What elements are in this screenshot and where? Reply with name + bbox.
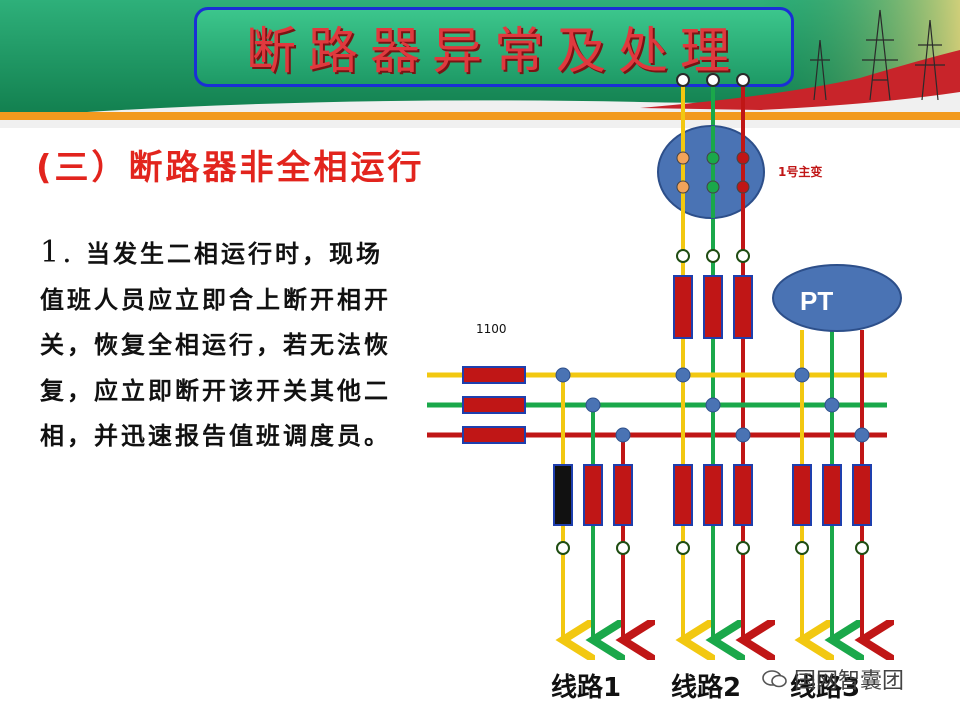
breaker-1100-label: 1100 — [476, 322, 507, 336]
header-banner: 断路器异常及处理 — [0, 0, 960, 128]
page-title: 断路器异常及处理 — [246, 22, 742, 80]
red-wave-decoration — [640, 50, 960, 110]
feeder-line-2 — [673, 375, 752, 640]
wechat-icon — [762, 670, 787, 688]
title-box: 断路器异常及处理 — [194, 7, 794, 87]
transformer-1 — [657, 125, 765, 219]
pt-label: PT — [800, 286, 833, 316]
line-label-1: 线路1 — [551, 673, 622, 703]
open-breaker-phase — [553, 464, 573, 526]
pylon-icon — [810, 9, 945, 101]
watermark: 国网智囊团 — [762, 663, 904, 695]
watermark-text: 国网智囊团 — [794, 669, 905, 694]
line-label-2: 线路2 — [671, 673, 742, 703]
line-label-3: 线路3 — [790, 673, 861, 703]
pt-device — [772, 264, 902, 332]
section-subtitle: (三）断路器非全相运行 — [36, 148, 425, 188]
body-paragraph: 1. 当发生二相运行时，现场值班人员应立即合上断开相开关，恢复全相运行，若无法恢… — [40, 230, 400, 460]
item-number: 1. — [40, 235, 75, 270]
orange-stripe — [0, 112, 960, 120]
feeder-line-1 — [553, 375, 632, 640]
transformer-breaker — [673, 249, 753, 339]
feeder-terminals — [556, 541, 869, 555]
breaker-1100 — [462, 366, 526, 444]
bus-junctions — [555, 367, 870, 443]
transformer-label: 1号主变 — [778, 164, 822, 179]
item-text: 当发生二相运行时，现场值班人员应立即合上断开相开关，恢复全相运行，若无法恢复，应… — [40, 240, 391, 450]
